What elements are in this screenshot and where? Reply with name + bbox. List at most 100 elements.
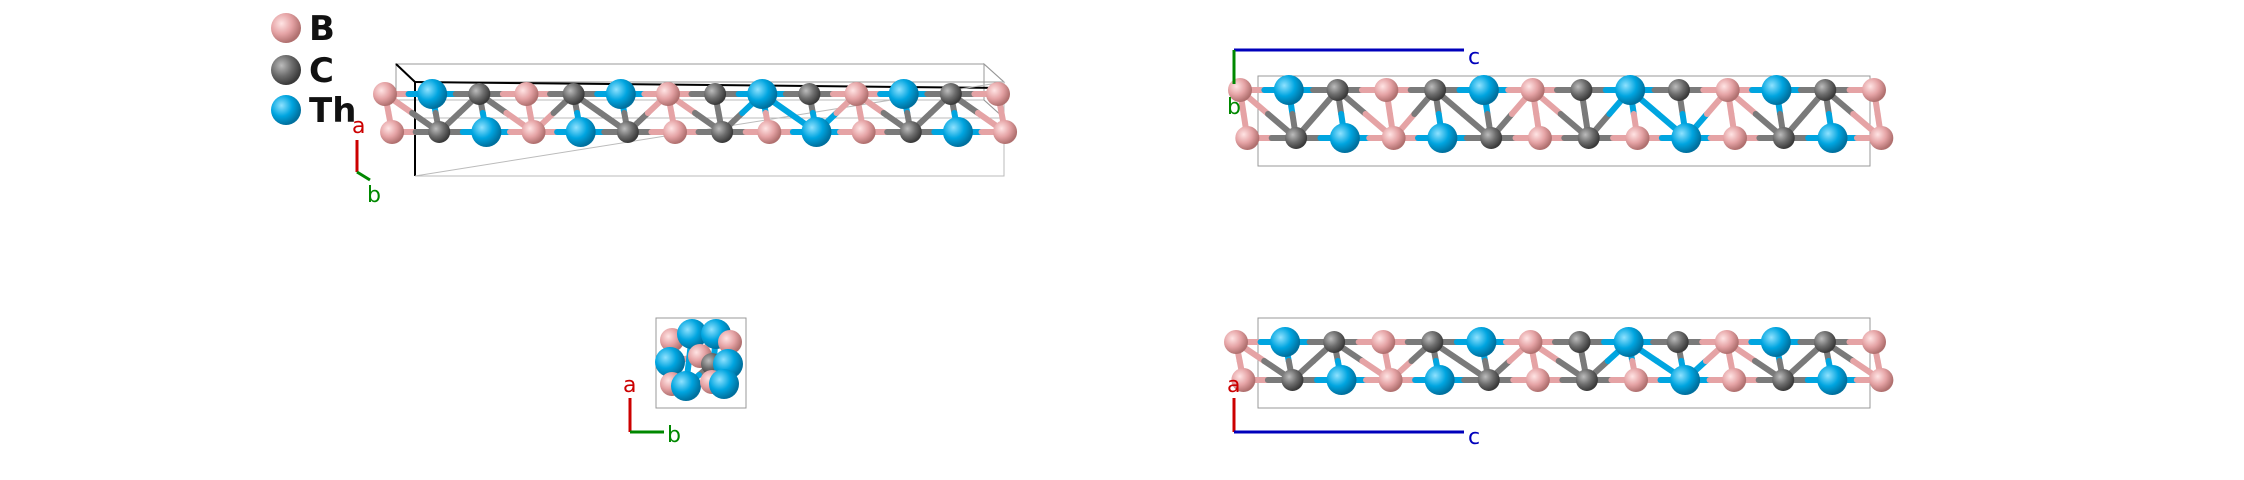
unit-cell-box <box>1257 317 1871 409</box>
boron-atom <box>1714 330 1739 354</box>
legend-label: B <box>309 9 335 49</box>
carbon-atom <box>1568 331 1591 353</box>
boron-atom <box>662 120 687 144</box>
thorium-atom <box>1670 365 1701 395</box>
boron-atom <box>514 82 539 106</box>
carbon-atom <box>939 83 962 105</box>
thorium-atom <box>565 117 596 147</box>
thorium-atom <box>671 371 701 401</box>
ab-view-panel: a b <box>623 317 747 448</box>
carbon-atom <box>1813 331 1836 353</box>
boron-atom <box>851 120 876 144</box>
carbon-atom <box>562 83 585 105</box>
carbon-atom <box>1575 369 1598 391</box>
legend-item-c: C <box>271 51 334 91</box>
boron-atom <box>1378 368 1403 392</box>
thorium-atom <box>1466 327 1497 357</box>
thorium-atom <box>1273 75 1304 105</box>
thorium-atom <box>655 347 685 377</box>
carbon-atom <box>1570 79 1593 101</box>
atoms <box>373 79 1018 147</box>
boron-atom <box>986 82 1010 106</box>
carbon-atom <box>468 83 491 105</box>
thorium-atom <box>417 79 448 109</box>
structure <box>1228 75 1894 153</box>
boron-atom <box>1224 330 1248 354</box>
legend-item-b: B <box>271 9 335 49</box>
thorium-atom-icon <box>271 95 301 125</box>
atoms <box>1224 327 1894 395</box>
thorium-atom <box>677 319 707 349</box>
axis-b-label: b <box>667 423 681 448</box>
legend-item-th: Th <box>271 91 356 131</box>
boron-atom <box>1623 368 1648 392</box>
structure <box>373 79 1018 147</box>
thorium-atom <box>1468 75 1499 105</box>
thorium-atom <box>1761 75 1792 105</box>
carbon-atom <box>711 121 734 143</box>
thorium-atom <box>1613 327 1644 357</box>
carbon-atom <box>1667 79 1690 101</box>
structure <box>655 319 743 401</box>
structure <box>1224 327 1894 395</box>
thorium-atom <box>1760 327 1791 357</box>
thorium-atom <box>888 79 919 109</box>
boron-atom <box>1231 368 1256 392</box>
carbon-atom <box>1480 127 1503 149</box>
carbon-atom <box>1323 331 1346 353</box>
atoms <box>655 319 743 401</box>
boron-atom <box>1862 78 1886 102</box>
carbon-atom <box>428 121 451 143</box>
boron-atom <box>373 82 397 106</box>
boron-atom <box>1862 330 1886 354</box>
carbon-atom <box>798 83 821 105</box>
boron-atom <box>1869 126 1894 150</box>
legend: B C Th <box>271 9 356 131</box>
boron-atom <box>1525 368 1550 392</box>
thorium-atom <box>709 369 739 399</box>
thorium-atom <box>1427 123 1458 153</box>
carbon-atom <box>1772 369 1795 391</box>
boron-atom <box>757 120 782 144</box>
legend-label: Th <box>309 91 356 131</box>
thorium-atom <box>801 117 832 147</box>
carbon-atom <box>704 83 727 105</box>
carbon-atom <box>1772 127 1795 149</box>
thorium-atom <box>747 79 778 109</box>
carbon-atom-icon <box>271 55 301 85</box>
thorium-atom <box>471 117 502 147</box>
atoms <box>1228 75 1894 153</box>
boron-atom <box>718 330 742 354</box>
axis-indicator: a c <box>1227 373 1480 450</box>
boron-atom <box>380 120 405 144</box>
carbon-atom <box>616 121 639 143</box>
boron-atom <box>1518 330 1543 354</box>
axis-b-line <box>356 170 371 182</box>
boron-atom <box>1869 368 1894 392</box>
carbon-atom <box>1421 331 1444 353</box>
boron-atom <box>1527 126 1552 150</box>
thorium-atom <box>1817 123 1848 153</box>
carbon-atom <box>899 121 922 143</box>
thorium-atom <box>1326 365 1357 395</box>
boron-atom <box>1625 126 1650 150</box>
bc-view-panel: c b <box>1227 45 1894 167</box>
carbon-atom <box>1326 79 1349 101</box>
carbon-atom <box>1424 79 1447 101</box>
axis-indicator: c b <box>1227 45 1480 120</box>
carbon-atom <box>1285 127 1308 149</box>
boron-atom <box>1371 330 1396 354</box>
boron-atom <box>1722 368 1747 392</box>
axis-c-label: c <box>1468 45 1480 70</box>
boron-atom <box>844 82 869 106</box>
boron-atom-icon <box>271 13 301 43</box>
ac-view-panel: a c <box>1224 317 1894 450</box>
legend-label: C <box>309 51 334 91</box>
carbon-atom <box>1281 369 1304 391</box>
boron-atom <box>1715 78 1740 102</box>
boron-atom <box>1374 78 1399 102</box>
thorium-atom <box>1671 123 1702 153</box>
thorium-atom <box>1270 327 1301 357</box>
axis-a-label: a <box>623 373 636 398</box>
carbon-atom <box>1477 369 1500 391</box>
